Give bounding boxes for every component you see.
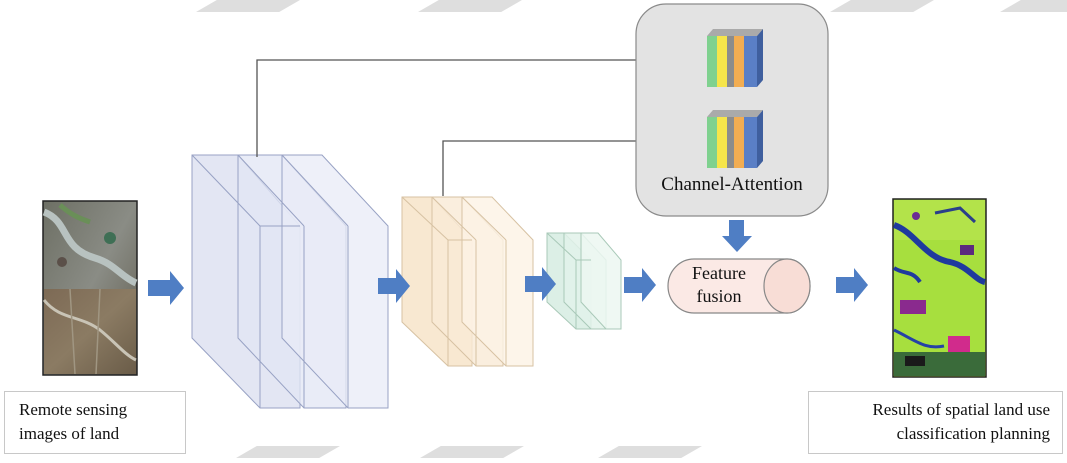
input-caption-line1: Remote sensing [19, 400, 128, 419]
output-classification-map [892, 198, 987, 378]
output-caption: Results of spatial land use classificati… [808, 391, 1063, 454]
watermark-fleck [830, 0, 934, 12]
feature-fusion-line1: Feature [692, 263, 746, 283]
watermark-fleck [196, 0, 300, 12]
feature-map-2c [461, 196, 534, 367]
encoder-stage-3 [546, 232, 622, 330]
feature-fusion-cylinder [667, 258, 811, 314]
skip-connection-upper [256, 56, 707, 157]
watermark-fleck [420, 446, 524, 458]
arrow-input-to-encoder [148, 271, 184, 305]
watermark-fleck [236, 446, 340, 458]
watermark-fleck [418, 0, 522, 12]
encoder-stage-2 [401, 196, 534, 367]
watermark-fleck [598, 446, 702, 458]
arrow-stage3-to-fusion [624, 268, 656, 302]
feature-map-3c [580, 232, 622, 330]
input-satellite-image [42, 200, 138, 376]
arrow-fusion-to-output [836, 268, 868, 302]
input-caption: Remote sensing images of land [4, 391, 186, 454]
channel-attention-label: Channel-Attention [661, 174, 803, 195]
channel-stack-lower [707, 110, 763, 168]
arrow-stage2-to-stage3 [525, 267, 556, 301]
channel-stack-upper [707, 29, 763, 87]
feature-fusion-label: Feature fusion [674, 262, 764, 308]
feature-fusion-line2: fusion [696, 286, 742, 306]
arrow-stage1-to-stage2 [378, 269, 410, 303]
arrow-attention-to-fusion [722, 220, 752, 252]
output-caption-line1: Results of spatial land use [872, 400, 1050, 419]
flow-arrows [148, 220, 868, 305]
skip-connections [256, 56, 707, 196]
output-caption-line2: classification planning [896, 424, 1050, 443]
input-caption-line2: images of land [19, 424, 120, 443]
encoder-stage-1 [191, 154, 389, 409]
channel-attention-block [635, 3, 829, 217]
watermark-fleck [1000, 0, 1067, 12]
skip-connection-lower [442, 137, 707, 196]
feature-map-1c [281, 154, 389, 409]
